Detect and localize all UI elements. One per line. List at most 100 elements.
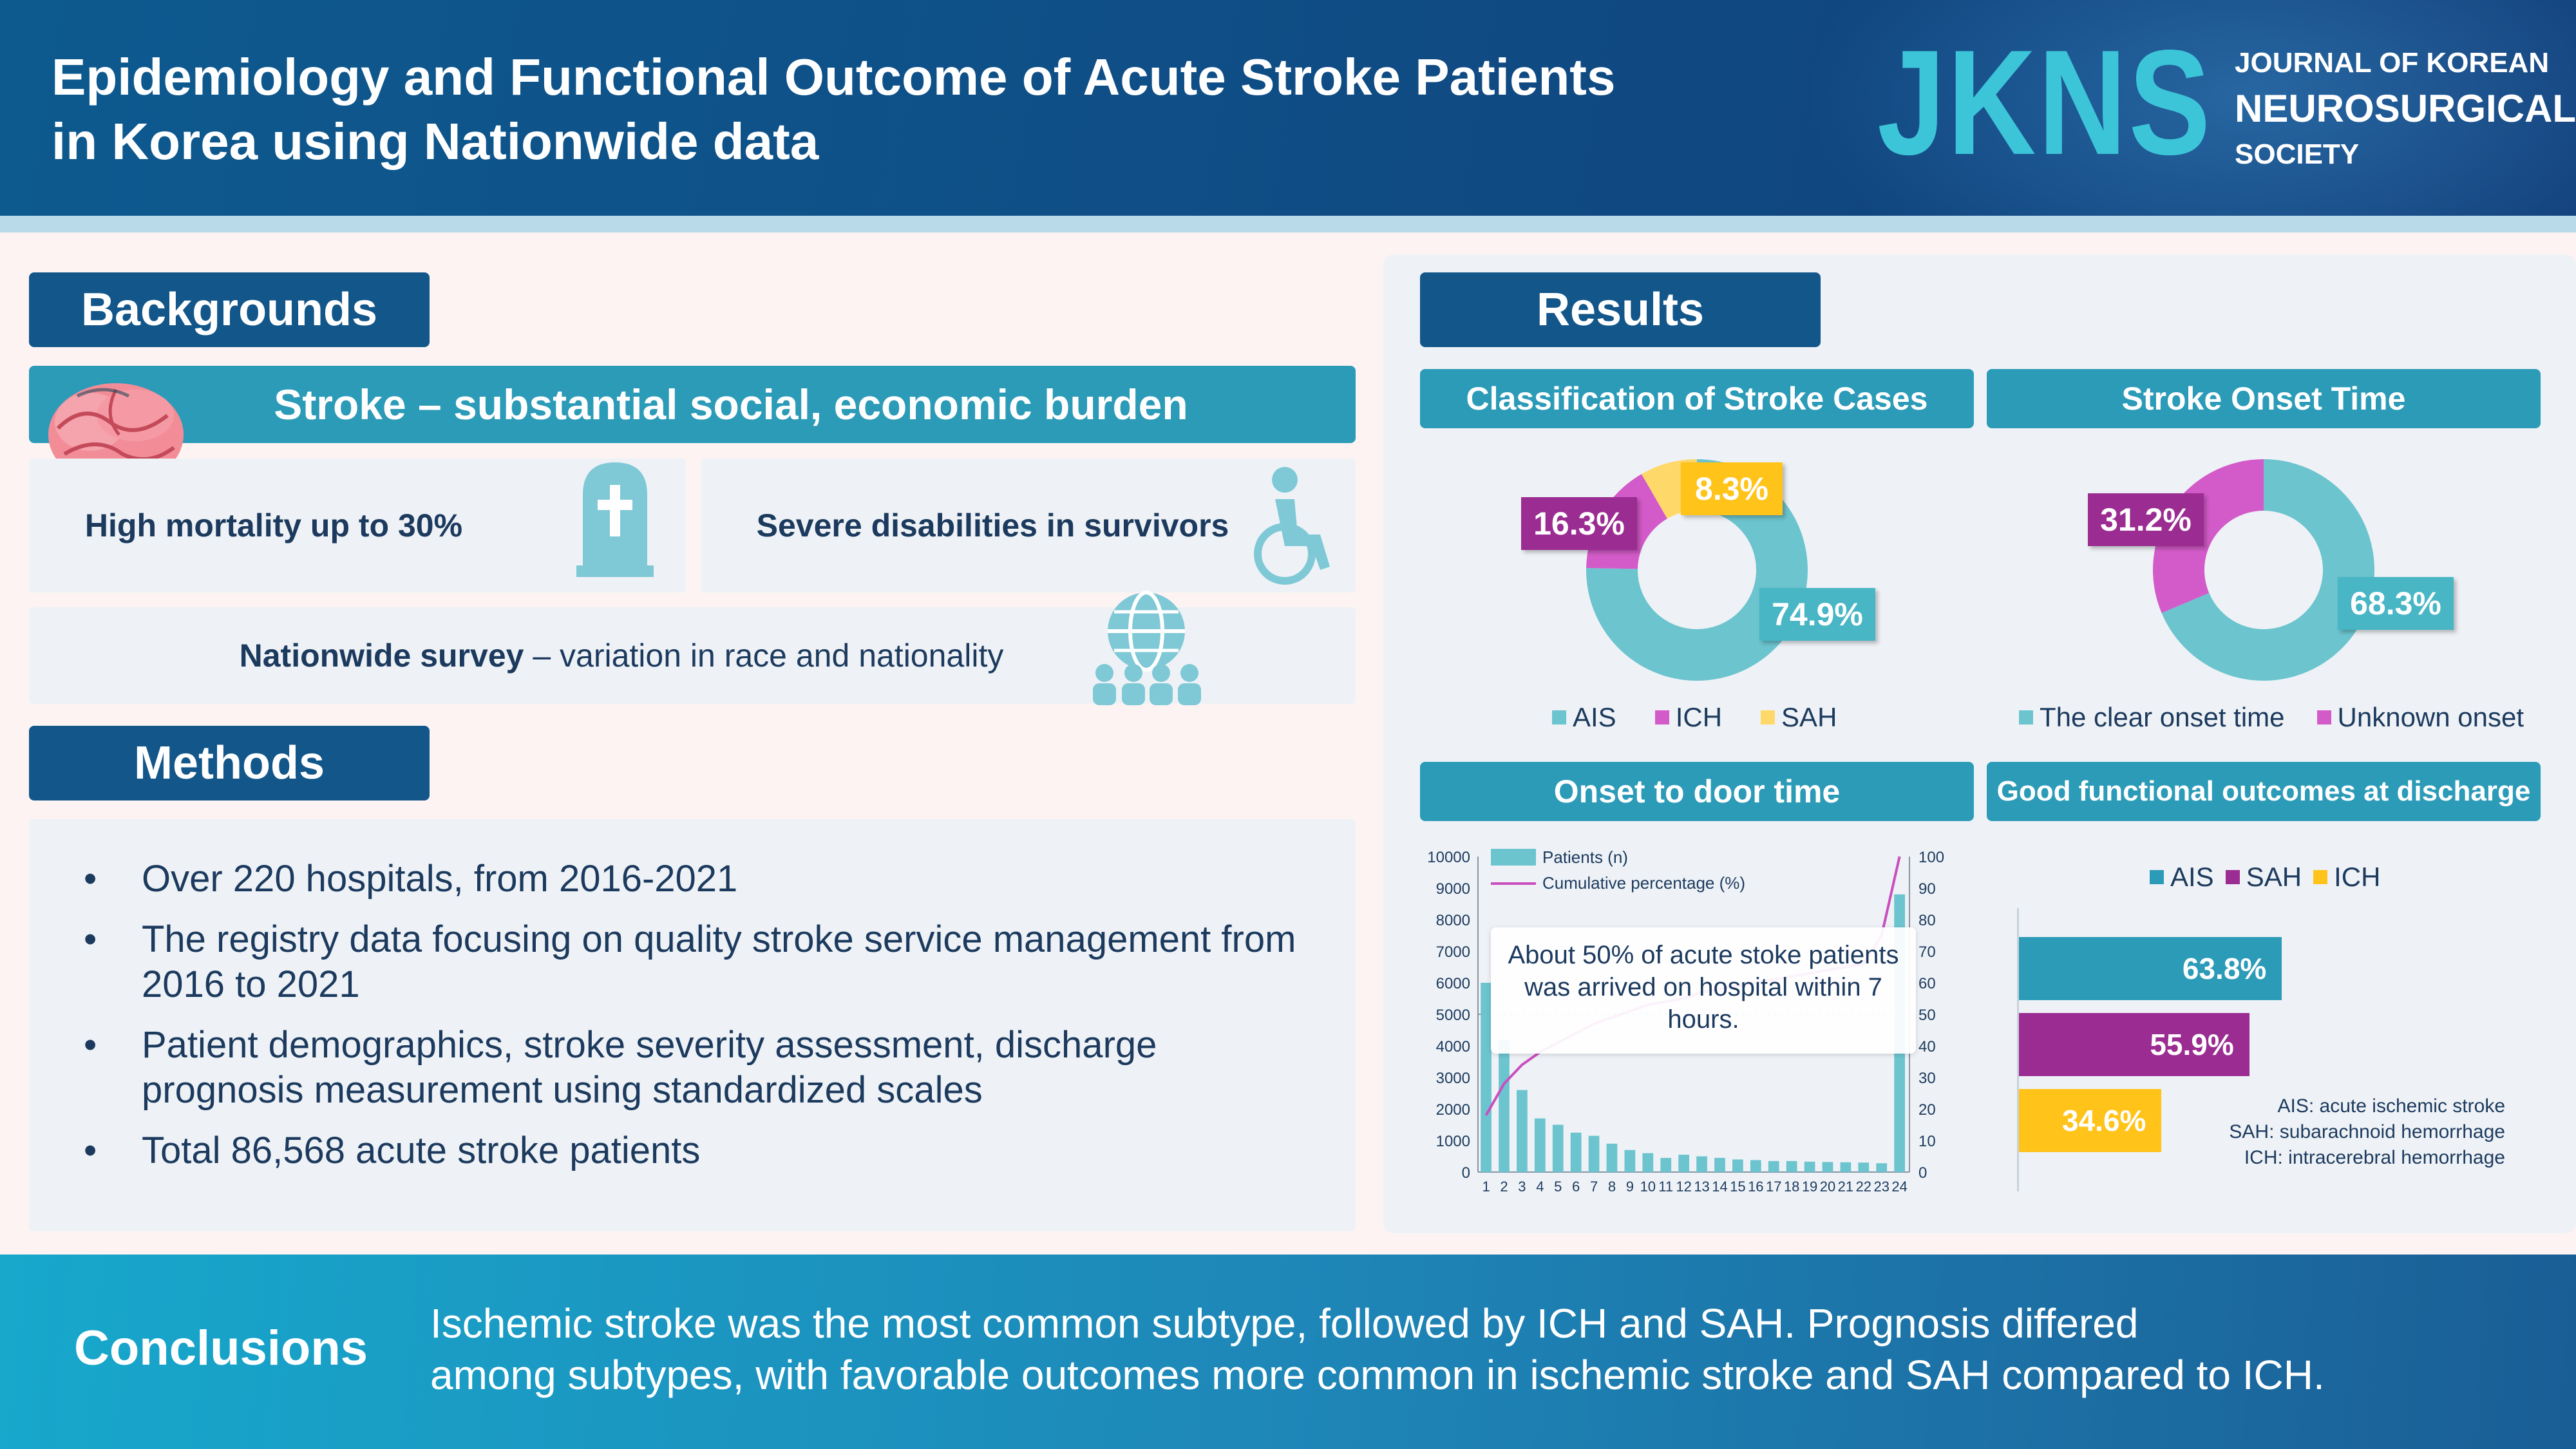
list-item: •Over 220 hospitals, from 2016-2021 bbox=[84, 858, 738, 900]
bar-hour-20 bbox=[1822, 1162, 1833, 1172]
bar-hour-12 bbox=[1678, 1155, 1690, 1172]
x-tick-label: 3 bbox=[1518, 1179, 1526, 1195]
abbr-sah: SAH: subarachnoid hemorrhage bbox=[2229, 1121, 2505, 1142]
bar-hour-18 bbox=[1786, 1160, 1797, 1172]
methods-tab: Methods bbox=[29, 726, 430, 800]
classification-title: Classification of Stroke Cases bbox=[1420, 369, 1974, 428]
bar-hour-15 bbox=[1732, 1159, 1743, 1172]
bar-hour-14 bbox=[1714, 1157, 1725, 1172]
label-sah: 8.3% bbox=[1681, 462, 1783, 515]
bar-hour-17 bbox=[1768, 1160, 1779, 1172]
journal-name-line-2: NEUROSURGICAL bbox=[2235, 87, 2576, 130]
bar-hour-16 bbox=[1750, 1160, 1761, 1172]
disability-text: Severe disabilities in survivors bbox=[756, 507, 1229, 544]
y2-tick-label: 10 bbox=[1918, 1133, 1936, 1150]
bar-hour-13 bbox=[1696, 1156, 1707, 1172]
y2-tick-label: 20 bbox=[1918, 1101, 1936, 1119]
y-tick-label: 4000 bbox=[1436, 1038, 1470, 1056]
title-line-1: Epidemiology and Functional Outcome of A… bbox=[52, 48, 1616, 106]
classification-legend: AIS ICH SAH bbox=[1552, 702, 1875, 733]
y2-tick-label: 100 bbox=[1918, 849, 1944, 866]
conclusions-banner bbox=[0, 1255, 2576, 1449]
journal-logo: JKNS bbox=[1877, 19, 2213, 186]
y-tick-label: 3000 bbox=[1436, 1070, 1470, 1087]
tombstone-icon bbox=[576, 462, 654, 577]
results-tab: Results bbox=[1420, 272, 1821, 347]
conclusions-line-1: Ischemic stroke was the most common subt… bbox=[430, 1300, 2139, 1347]
conclusions-text: Ischemic stroke was the most common subt… bbox=[430, 1298, 2491, 1401]
y-tick-label: 5000 bbox=[1436, 1007, 1470, 1024]
x-tick-label: 17 bbox=[1766, 1179, 1781, 1195]
bar-hour-10 bbox=[1642, 1153, 1654, 1172]
x-tick-label: 23 bbox=[1873, 1179, 1889, 1195]
x-tick-label: 18 bbox=[1784, 1179, 1799, 1195]
legend-clear-onset: The clear onset time bbox=[2019, 702, 2285, 733]
abbr-ais: AIS: acute ischemic stroke bbox=[2277, 1095, 2505, 1117]
x-tick-label: 16 bbox=[1748, 1179, 1763, 1195]
y-tick-label: 10000 bbox=[1427, 849, 1470, 866]
abbr-ich: ICH: intracerebral hemorrhage bbox=[2244, 1147, 2505, 1168]
conclusions-line-2: among subtypes, with favorable outcomes … bbox=[430, 1352, 2325, 1398]
abbreviations: AIS: acute ischemic stroke SAH: subarach… bbox=[2229, 1094, 2505, 1171]
x-tick-label: 2 bbox=[1500, 1179, 1508, 1195]
bar-hour-19 bbox=[1804, 1161, 1815, 1172]
onset-legend: The clear onset time Unknown onset bbox=[2019, 702, 2562, 733]
legend-unknown-onset: Unknown onset bbox=[2316, 702, 2524, 733]
mortality-text: High mortality up to 30% bbox=[84, 507, 463, 544]
x-tick-label: 22 bbox=[1856, 1179, 1871, 1195]
legend-ais: AIS bbox=[1552, 702, 1616, 733]
x-tick-label: 7 bbox=[1590, 1179, 1598, 1195]
outcome-bar-ais: 63.8% bbox=[2019, 937, 2282, 1000]
functional-outcome-title: Good functional outcomes at discharge bbox=[1987, 762, 2541, 821]
y2-tick-label: 60 bbox=[1918, 975, 1936, 992]
methods-list: •Over 220 hospitals, from 2016-2021 •The… bbox=[77, 857, 1301, 1189]
burden-banner: Stroke – substantial social, economic bu… bbox=[29, 366, 1356, 443]
page-title: Epidemiology and Functional Outcome of A… bbox=[52, 45, 1790, 174]
conclusions-title: Conclusions bbox=[74, 1321, 368, 1376]
bar-hour-5 bbox=[1552, 1124, 1564, 1172]
bar-hour-4 bbox=[1534, 1118, 1546, 1172]
legend-patients-swatch bbox=[1491, 849, 1536, 866]
bar-hour-7 bbox=[1588, 1135, 1600, 1172]
y-tick-label: 7000 bbox=[1436, 943, 1470, 961]
list-item: •Total 86,568 acute stroke patients bbox=[84, 1130, 701, 1171]
chart-annotation: About 50% of acute stoke patients was ar… bbox=[1491, 927, 1916, 1054]
burden-banner-text: Stroke – substantial social, economic bu… bbox=[274, 381, 1188, 428]
legend-outcome-ich: ICH bbox=[2313, 862, 2380, 893]
x-tick-label: 4 bbox=[1536, 1179, 1544, 1195]
nationwide-bold: Nationwide survey bbox=[239, 638, 524, 674]
legend-sah: SAH bbox=[1761, 702, 1837, 733]
outcome-bar-ich: 34.6% bbox=[2019, 1089, 2162, 1152]
legend-ich: ICH bbox=[1654, 702, 1722, 733]
x-tick-label: 21 bbox=[1838, 1179, 1853, 1195]
x-tick-label: 11 bbox=[1658, 1179, 1673, 1195]
x-tick-label: 20 bbox=[1820, 1179, 1835, 1195]
legend-outcome-sah: SAH bbox=[2225, 862, 2302, 893]
journal-name-line-1: JOURNAL OF KOREAN bbox=[2235, 47, 2550, 79]
y-tick-label: 0 bbox=[1462, 1164, 1470, 1182]
legend-patients-label: Patients (n) bbox=[1542, 848, 1628, 867]
list-item: •The registry data focusing on quality s… bbox=[84, 918, 1296, 1005]
bar-hour-21 bbox=[1840, 1162, 1852, 1172]
label-clear-onset: 68.3% bbox=[2338, 577, 2454, 630]
legend-outcome-ais: AIS bbox=[2150, 862, 2214, 893]
bar-hour-11 bbox=[1660, 1157, 1672, 1172]
brain-icon bbox=[48, 383, 184, 515]
bar-hour-6 bbox=[1570, 1132, 1582, 1172]
x-tick-label: 12 bbox=[1676, 1179, 1691, 1195]
onset-donut bbox=[2153, 459, 2374, 681]
label-ich: 16.3% bbox=[1521, 497, 1637, 550]
title-line-2: in Korea using Nationwide data bbox=[52, 113, 819, 170]
globe-people-icon bbox=[1093, 591, 1201, 705]
bar-hour-8 bbox=[1606, 1143, 1618, 1172]
bar-hour-1 bbox=[1481, 983, 1492, 1172]
y2-tick-label: 30 bbox=[1918, 1070, 1936, 1087]
onset-door-title: Onset to door time bbox=[1420, 762, 1974, 821]
bar-hour-23 bbox=[1876, 1163, 1888, 1172]
y-tick-label: 1000 bbox=[1436, 1133, 1470, 1150]
y-tick-label: 8000 bbox=[1436, 912, 1470, 929]
legend-cumulative-label: Cumulative percentage (%) bbox=[1542, 873, 1745, 893]
x-tick-label: 15 bbox=[1730, 1179, 1745, 1195]
y2-tick-label: 70 bbox=[1918, 943, 1936, 961]
label-ais: 74.9% bbox=[1759, 588, 1875, 641]
